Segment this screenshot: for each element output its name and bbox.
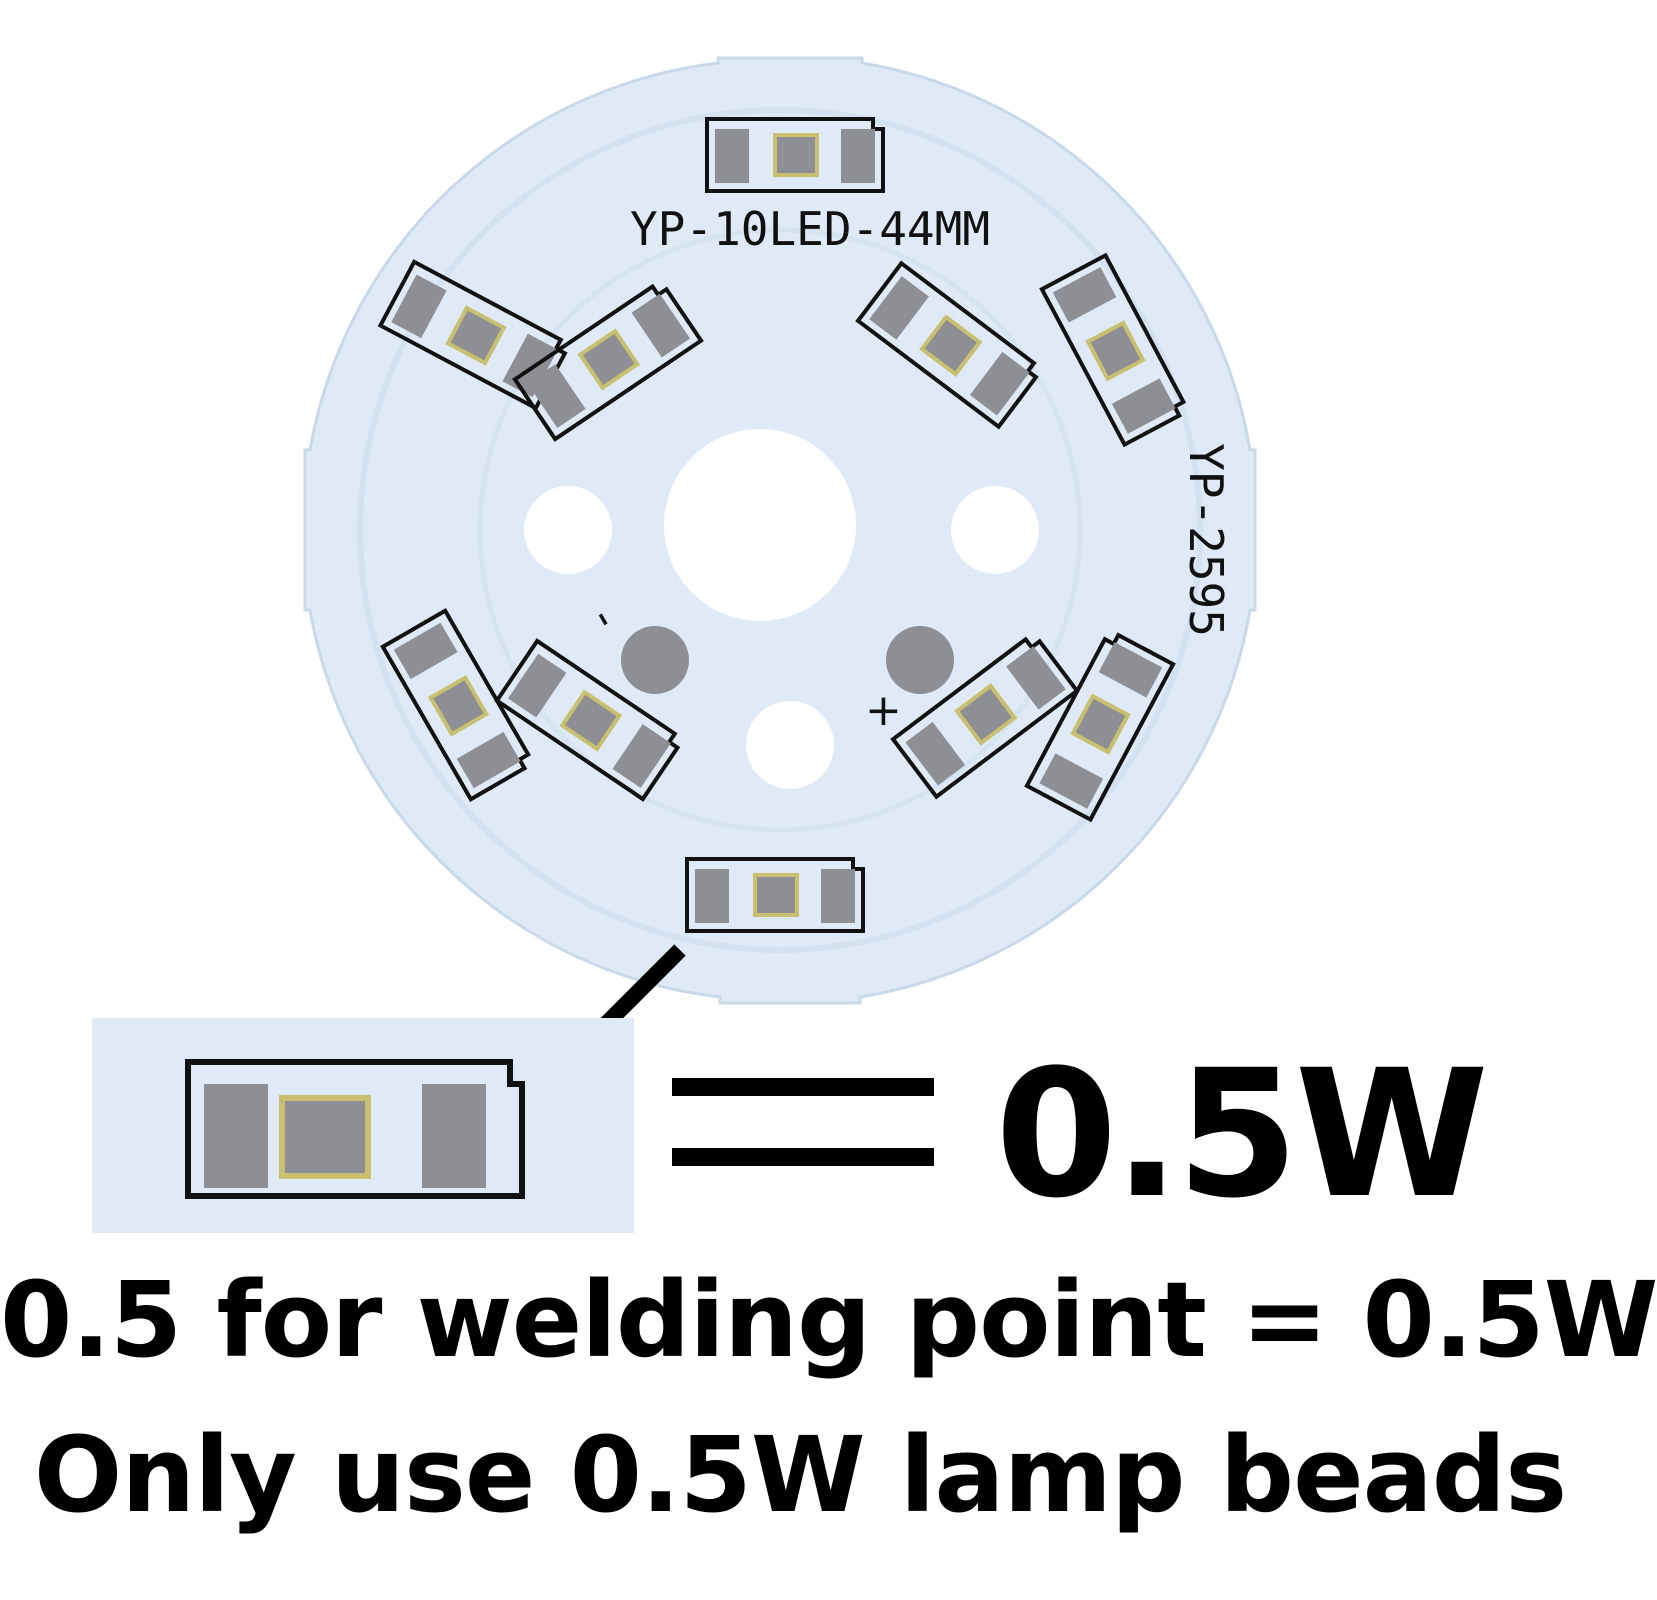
detail-outline bbox=[185, 1059, 525, 1199]
detail-pad-left bbox=[204, 1084, 268, 1188]
led-footprint bbox=[380, 608, 531, 802]
trace-ring-outer bbox=[357, 107, 1203, 953]
detail-chip bbox=[279, 1095, 371, 1179]
board-side-label: YP-2595 bbox=[1179, 443, 1233, 637]
wattage-rating: 0.5W bbox=[995, 1032, 1489, 1237]
led-footprint bbox=[494, 638, 681, 802]
center-hole bbox=[664, 429, 856, 621]
led-footprints bbox=[377, 117, 1187, 933]
mount-hole-left bbox=[524, 486, 612, 574]
led-footprint bbox=[377, 259, 568, 411]
caption-line-1: 0.5 for welding point = 0.5W bbox=[0, 1259, 1657, 1381]
led-footprint bbox=[855, 260, 1039, 430]
equals-sign bbox=[672, 1078, 934, 1166]
board-model-label: YP-10LED-44MM bbox=[630, 202, 990, 256]
mount-hole-right bbox=[951, 486, 1039, 574]
led-footprint bbox=[1039, 252, 1187, 448]
trace-ring-inner bbox=[477, 227, 1083, 833]
caption-line-2: Only use 0.5W lamp beads bbox=[33, 1414, 1567, 1536]
plus-mark: + bbox=[865, 685, 902, 736]
led-footprint bbox=[512, 283, 704, 442]
negative-pad bbox=[621, 626, 689, 694]
led-footprint bbox=[1024, 632, 1176, 823]
product-scene: - + YP-10LED-44MM YP-2595 bbox=[92, 56, 1257, 1233]
footprint-detail-panel bbox=[92, 1018, 634, 1233]
detail-pad-right bbox=[422, 1084, 486, 1188]
led-footprint bbox=[705, 117, 885, 193]
mount-hole-bottom bbox=[746, 701, 834, 789]
positive-pad bbox=[886, 626, 954, 694]
led-footprint bbox=[685, 857, 865, 933]
led-board: - + YP-10LED-44MM YP-2595 bbox=[303, 56, 1257, 1005]
led-footprint bbox=[890, 636, 1080, 800]
